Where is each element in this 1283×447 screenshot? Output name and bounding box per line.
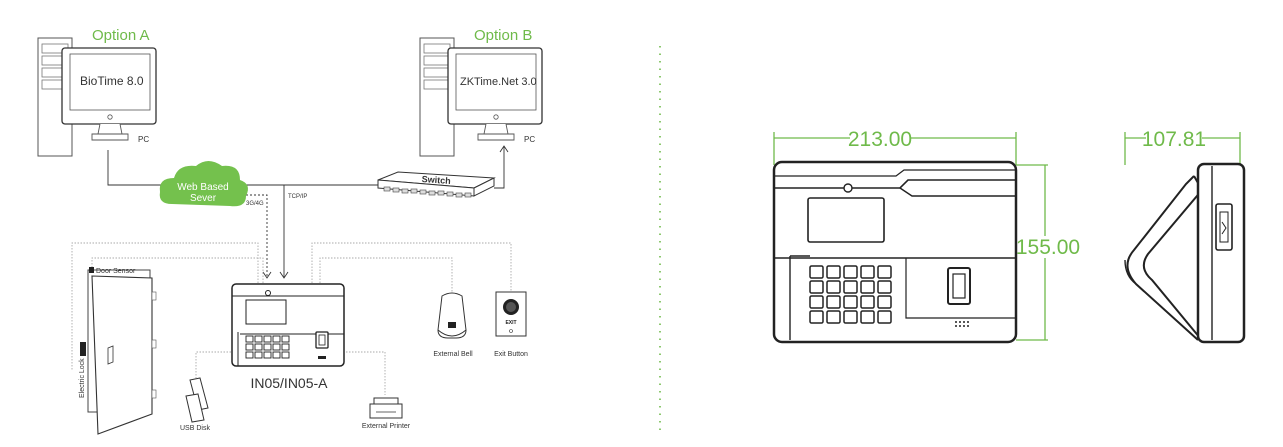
switch-label: Switch [421,174,451,186]
option-b-pc-label: PC [524,135,535,144]
option-b-title: Option B [474,27,532,44]
usb-disk-label: USB Disk [180,425,210,432]
network-lines [107,145,509,279]
wireless-link-label: 3G/4G [246,201,264,207]
electric-lock-marker [80,342,86,356]
wireless-link [210,194,268,278]
door-sensor-marker [89,267,94,273]
device-name-label: IN05/IN05-A [250,375,328,391]
external-printer: External Printer [362,397,411,430]
peripheral-wiring [71,242,512,395]
cloud-label-line1: Web Based [177,182,229,193]
electric-lock-label: Electric Lock [79,358,86,398]
pc-option-b: Option B ZKTime.Net 3.0 PC [419,27,543,157]
front-view: 213.00 155.00 [772,128,1080,344]
option-a-title: Option A [92,27,150,44]
side-view: 107.81 [1124,128,1246,344]
external-bell: External Bell [433,292,473,358]
tcpip-link-label: TCP/IP [288,194,307,200]
option-a-software-label: BioTime 8.0 [80,74,144,88]
network-switch: Switch [377,171,496,198]
exit-button-label: Exit Button [494,351,528,358]
width-dimension-label: 213.00 [848,128,912,151]
exit-button: EXIT Exit Button [494,291,528,358]
pc-option-a: Option A BioTime 8.0 PC [37,27,157,157]
web-server-cloud: Web Based Sever [159,161,248,207]
option-a-pc-label: PC [138,135,149,144]
cloud-label-line2: Sever [190,193,217,204]
in05-device: IN05/IN05-A [231,283,345,391]
option-b-software-label: ZKTime.Net 3.0 [460,76,537,88]
door: Door Sensor Electric Lock [79,267,157,435]
external-printer-label: External Printer [362,423,411,430]
exit-button-caption: EXIT [505,320,516,326]
external-bell-label: External Bell [433,351,473,358]
usb-disk: USB Disk [180,377,210,432]
depth-dimension-label: 107.81 [1142,128,1206,151]
height-dimension-label: 155.00 [1016,236,1080,259]
door-sensor-label: Door Sensor [96,268,136,275]
